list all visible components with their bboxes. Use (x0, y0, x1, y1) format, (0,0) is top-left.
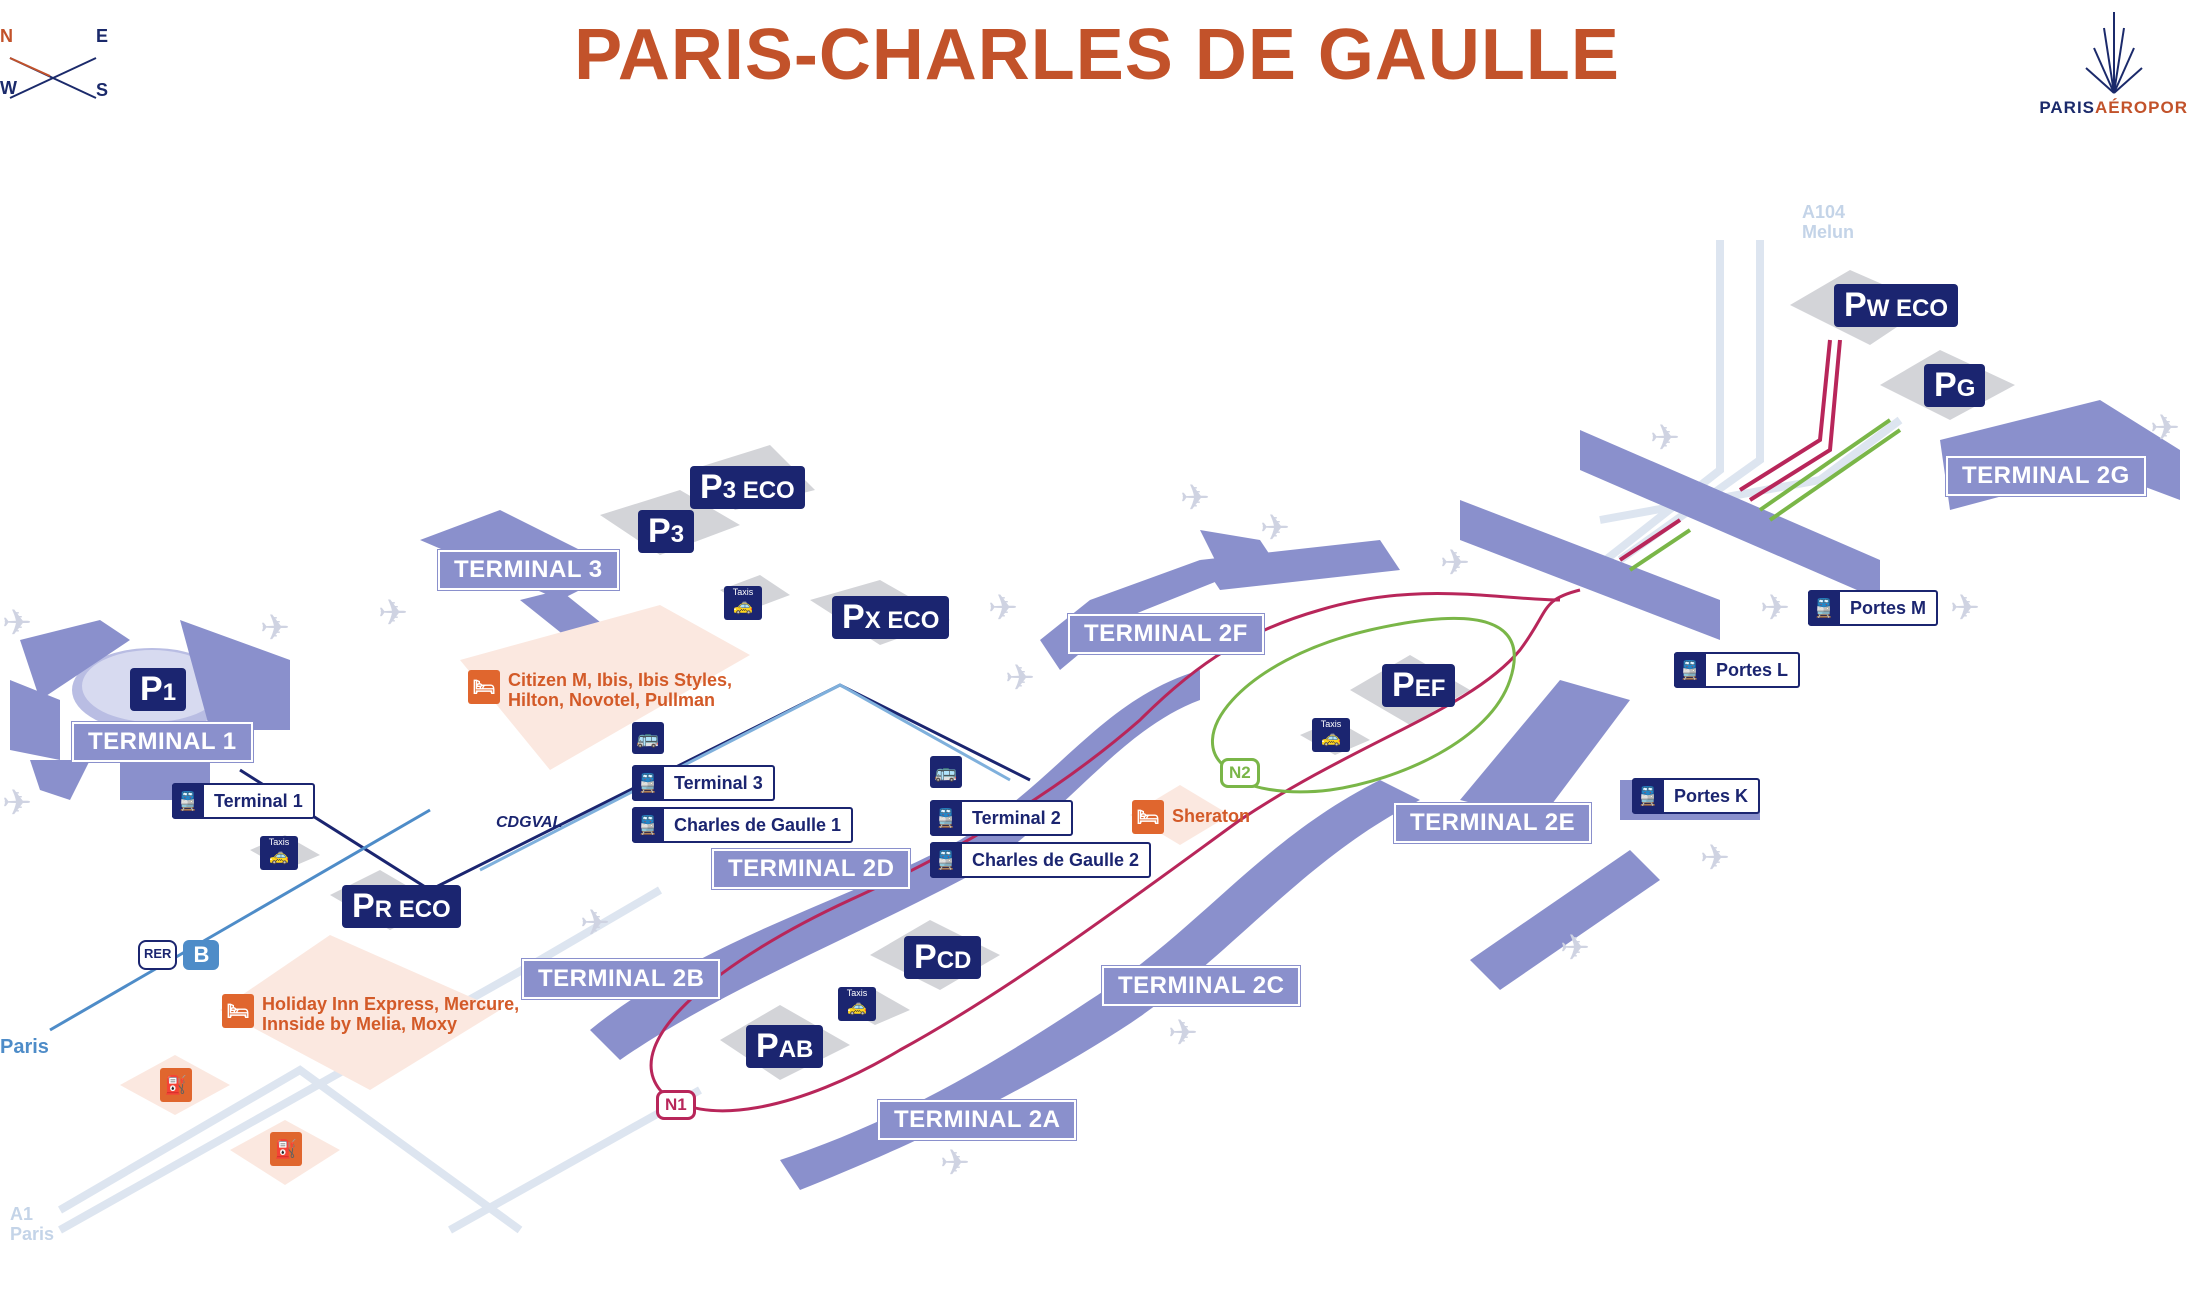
hotel-group-2[interactable]: 🛏 Holiday Inn Express, Mercure,Innside b… (222, 994, 519, 1034)
terminal-2d-label: TERMINAL 2D (712, 849, 911, 889)
taxi-icon-t1[interactable]: Taxis🚕 (260, 836, 298, 870)
terminal-2a-label: TERMINAL 2A (878, 1100, 1077, 1140)
page-title: PARIS-CHARLES DE GAULLE (574, 15, 1620, 95)
parking-pab[interactable]: PAB (746, 1025, 824, 1068)
paris-direction-label: Paris (0, 1036, 49, 1058)
logo-wordmark: PARISAÉROPOR (2039, 98, 2188, 117)
cdgval-line-light (479, 683, 1011, 872)
stop-terminal-2[interactable]: 🚆Terminal 2 (930, 800, 1073, 836)
parking-pr-eco[interactable]: PR ECO (342, 885, 461, 928)
terminal-2b-label: TERMINAL 2B (522, 959, 721, 999)
train-icon: 🚆 (1808, 592, 1840, 624)
stop-portes-k[interactable]: 🚆Portes K (1632, 778, 1761, 814)
parking-p1[interactable]: P1 (130, 668, 187, 711)
rail-lines (1618, 339, 1902, 572)
rer-b-badge[interactable]: RER B (138, 940, 220, 970)
airplane-icons: ✈ ✈ ✈ ✈ ✈ ✈ ✈ ✈ ✈ ✈ ✈ ✈ ✈ ✈ ✈ ✈ ✈ ✈ (2, 408, 2180, 1184)
terminal-2f-label: TERMINAL 2F (1068, 614, 1264, 654)
terminal-2g-label: TERMINAL 2G (1946, 456, 2146, 496)
hotel-group-1[interactable]: 🛏 Citizen M, Ibis, Ibis Styles,Hilton, N… (468, 670, 732, 710)
svg-text:✈: ✈ (1180, 478, 1210, 519)
terminal-3-label: TERMINAL 3 (438, 550, 619, 590)
compass-n: N (0, 26, 13, 46)
shuttle-n2[interactable]: N2 (1220, 758, 1260, 788)
svg-text:✈: ✈ (260, 608, 290, 649)
terminal-2e-label: TERMINAL 2E (1394, 803, 1592, 843)
taxi-icon-cd[interactable]: Taxis🚕 (838, 987, 876, 1021)
rer-line (49, 808, 431, 1032)
stop-terminal-3[interactable]: 🚆Terminal 3 (632, 765, 775, 801)
train-icon: 🚆 (930, 844, 962, 876)
svg-text:✈: ✈ (1005, 658, 1035, 699)
taxi-icon-ef[interactable]: Taxis🚕 (1312, 718, 1350, 752)
parking-p3-eco[interactable]: P3 ECO (690, 466, 805, 509)
train-icon: 🚆 (1632, 780, 1664, 812)
terminal-1-label: TERMINAL 1 (72, 722, 253, 762)
compass-s: S (96, 80, 109, 100)
fuel-station-icon[interactable]: ⛽ (270, 1132, 302, 1166)
parking-pg[interactable]: PG (1924, 364, 1986, 407)
fuel-station-icon[interactable]: ⛽ (160, 1068, 192, 1102)
terminal-2-buildings (590, 400, 2180, 1190)
train-icon: 🚆 (172, 785, 204, 817)
train-icon: 🚆 (1674, 654, 1706, 686)
compass-e: E (96, 26, 109, 46)
train-icon: 🚆 (632, 809, 664, 841)
svg-text:✈: ✈ (378, 593, 408, 634)
stop-portes-l[interactable]: 🚆Portes L (1674, 652, 1801, 688)
svg-text:✈: ✈ (2, 783, 32, 824)
terminal-2c-label: TERMINAL 2C (1102, 966, 1301, 1006)
logo-sunburst-icon (2085, 12, 2143, 94)
bus-icon[interactable]: 🚌 (930, 756, 962, 788)
stop-cdg-1[interactable]: 🚆Charles de Gaulle 1 (632, 807, 854, 843)
svg-text:✈: ✈ (940, 1143, 970, 1184)
train-icon: 🚆 (930, 802, 962, 834)
svg-text:✈: ✈ (1168, 1013, 1198, 1054)
hotel-bed-icon: 🛏 (1132, 800, 1164, 834)
stop-portes-m[interactable]: 🚆Portes M (1808, 590, 1939, 626)
svg-text:✈: ✈ (1650, 418, 1680, 459)
n1-route (649, 588, 1581, 1113)
shuttle-n1[interactable]: N1 (656, 1090, 696, 1120)
svg-text:✈: ✈ (1700, 838, 1730, 879)
compass-w: W (0, 78, 17, 98)
stop-terminal-1[interactable]: 🚆Terminal 1 (172, 783, 315, 819)
stop-cdg-2[interactable]: 🚆Charles de Gaulle 2 (930, 842, 1152, 878)
svg-text:✈: ✈ (1260, 508, 1290, 549)
svg-text:✈: ✈ (2, 603, 32, 644)
svg-text:✈: ✈ (1950, 588, 1980, 629)
parking-pw-eco[interactable]: PW ECO (1834, 284, 1959, 327)
compass-arrows-icon (9, 57, 97, 99)
parking-pcd[interactable]: PCD (904, 936, 982, 979)
hotel-sheraton[interactable]: 🛏 Sheraton (1132, 800, 1250, 834)
svg-text:✈: ✈ (1440, 543, 1470, 584)
n2-route (1211, 616, 1516, 794)
bus-icon[interactable]: 🚌 (632, 722, 664, 754)
hotel-bed-icon: 🛏 (222, 994, 254, 1028)
cdgval-label: CDGVAL (496, 814, 563, 831)
taxi-icon-t3[interactable]: Taxis🚕 (724, 586, 762, 620)
compass-rose: N E W S (0, 18, 120, 108)
paris-aeroport-logo: PARISAÉROPOR (2034, 8, 2194, 118)
parking-pef[interactable]: PEF (1382, 664, 1456, 707)
train-icon: 🚆 (632, 767, 664, 799)
svg-text:✈: ✈ (580, 903, 610, 944)
parking-p3[interactable]: P3 (638, 510, 695, 553)
hotel-bed-icon: 🛏 (468, 670, 500, 704)
parking-px-eco[interactable]: PX ECO (832, 596, 950, 639)
svg-text:✈: ✈ (1760, 588, 1790, 629)
svg-text:✈: ✈ (988, 588, 1018, 629)
svg-text:✈: ✈ (2150, 408, 2180, 449)
svg-text:✈: ✈ (1560, 928, 1590, 969)
